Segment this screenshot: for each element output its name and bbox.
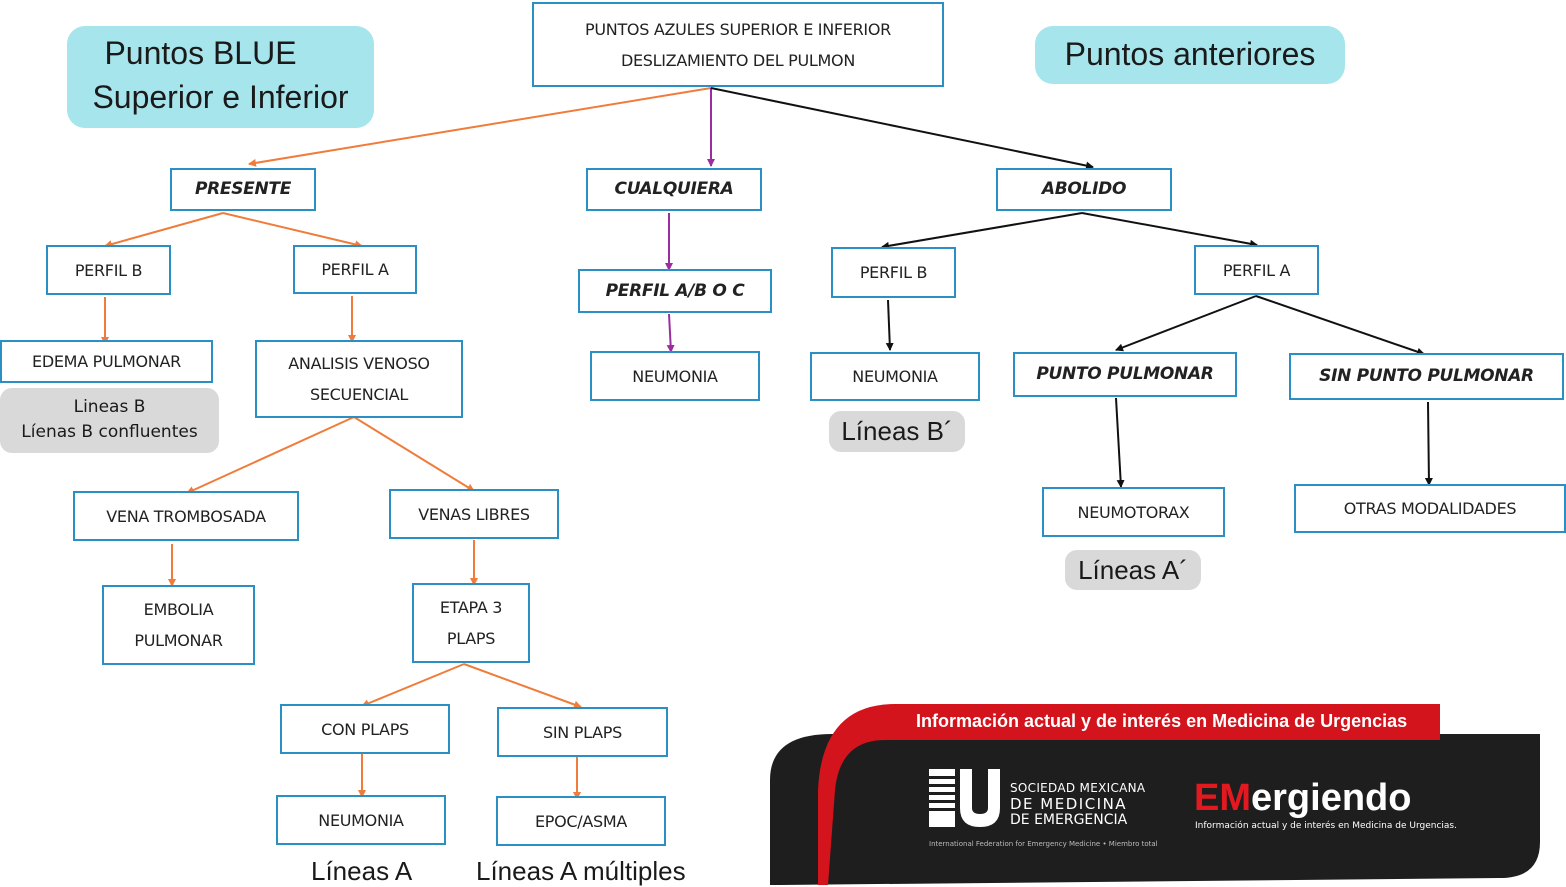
caption-lineas-a-multiples: Líneas A múltiples [476,856,686,886]
pill-puntos-blue: Puntos BLUE Superior e Inferior [67,26,374,128]
node-perfil-a-left: PERFIL A [293,245,417,294]
node-abolido: ABOLIDO [996,168,1172,211]
emergiendo-logo: EMergiendo [1194,777,1411,819]
smme-line1: SOCIEDAD MEXICANA [1010,781,1146,795]
emergiendo-ergiendo: ergiendo [1251,777,1412,819]
emergiendo-em: EM [1194,777,1251,819]
node-neumonia-right: NEUMONIA [810,352,980,401]
smme-logo-mark [929,769,1000,827]
note-lineas-b-line1: Lineas B [73,397,146,417]
node-con-plaps: CON PLAPS [280,704,450,754]
banner-background [770,704,1540,885]
node-perfil-b-right: PERFIL B [831,247,956,298]
node-neumonia-left: NEUMONIA [276,795,446,845]
pill-puntos-blue-line1: Puntos BLUE [104,35,297,71]
node-punto-pulmonar: PUNTO PULMONAR [1013,352,1237,397]
pill-puntos-anteriores: Puntos anteriores [1035,26,1345,84]
node-embolia-pulmonar: EMBOLIA PULMONAR [102,585,255,665]
node-sin-punto-pulmonar: SIN PUNTO PULMONAR [1289,353,1564,400]
emergiendo-subtitle: Información actual y de interés en Medic… [1195,821,1457,831]
pill-puntos-blue-line2: Superior e Inferior [92,79,349,115]
banner-dark-shape [770,734,1540,885]
node-perfil-abc: PERFIL A/B O C [578,269,772,313]
arrow-root-presente [248,87,712,167]
smme-line2: DE MEDICINA [1010,795,1128,813]
node-perfil-a-right: PERFIL A [1194,245,1319,295]
node-sin-plaps: SIN PLAPS [497,707,668,757]
smme-line3: DE EMERGENCIA [1010,812,1128,828]
node-perfil-b-left: PERFIL B [46,245,171,295]
note-lineas-a-prime: Líneas A´ [1065,550,1201,590]
note-lineas-b-prime: Líneas B´ [829,411,965,452]
node-vena-trombosada: VENA TROMBOSADA [73,491,299,541]
node-cualquiera: CUALQUIERA [586,168,762,211]
node-otras-modalidades: OTRAS MODALIDADES [1294,484,1566,533]
note-lineas-b-line2: Líenas B confluentes [21,422,198,442]
node-edema-pulmonar: EDEMA PULMONAR [0,340,213,383]
banner-tagline: Información actual y de interés en Medic… [916,711,1408,731]
node-neumonia-center: NEUMONIA [590,351,760,401]
node-etapa3-plaps: ETAPA 3 PLAPS [412,583,530,663]
smme-small-text: International Federation for Emergency M… [929,840,1158,848]
note-lineas-b: Lineas B Líenas B confluentes [0,388,219,453]
node-epoc-asma: EPOC/ASMA [496,796,666,846]
node-neumotorax: NEUMOTORAX [1042,487,1225,537]
node-analisis-venoso: ANALISIS VENOSO SECUENCIAL [255,340,463,418]
node-venas-libres: VENAS LIBRES [389,489,559,539]
node-root: PUNTOS AZULES SUPERIOR E INFERIOR DESLIZ… [532,2,944,87]
banner-red-shape [818,704,1440,885]
arrow-root-abolido [710,87,1094,170]
caption-lineas-a: Líneas A [311,856,413,886]
node-presente: PRESENTE [170,168,316,211]
